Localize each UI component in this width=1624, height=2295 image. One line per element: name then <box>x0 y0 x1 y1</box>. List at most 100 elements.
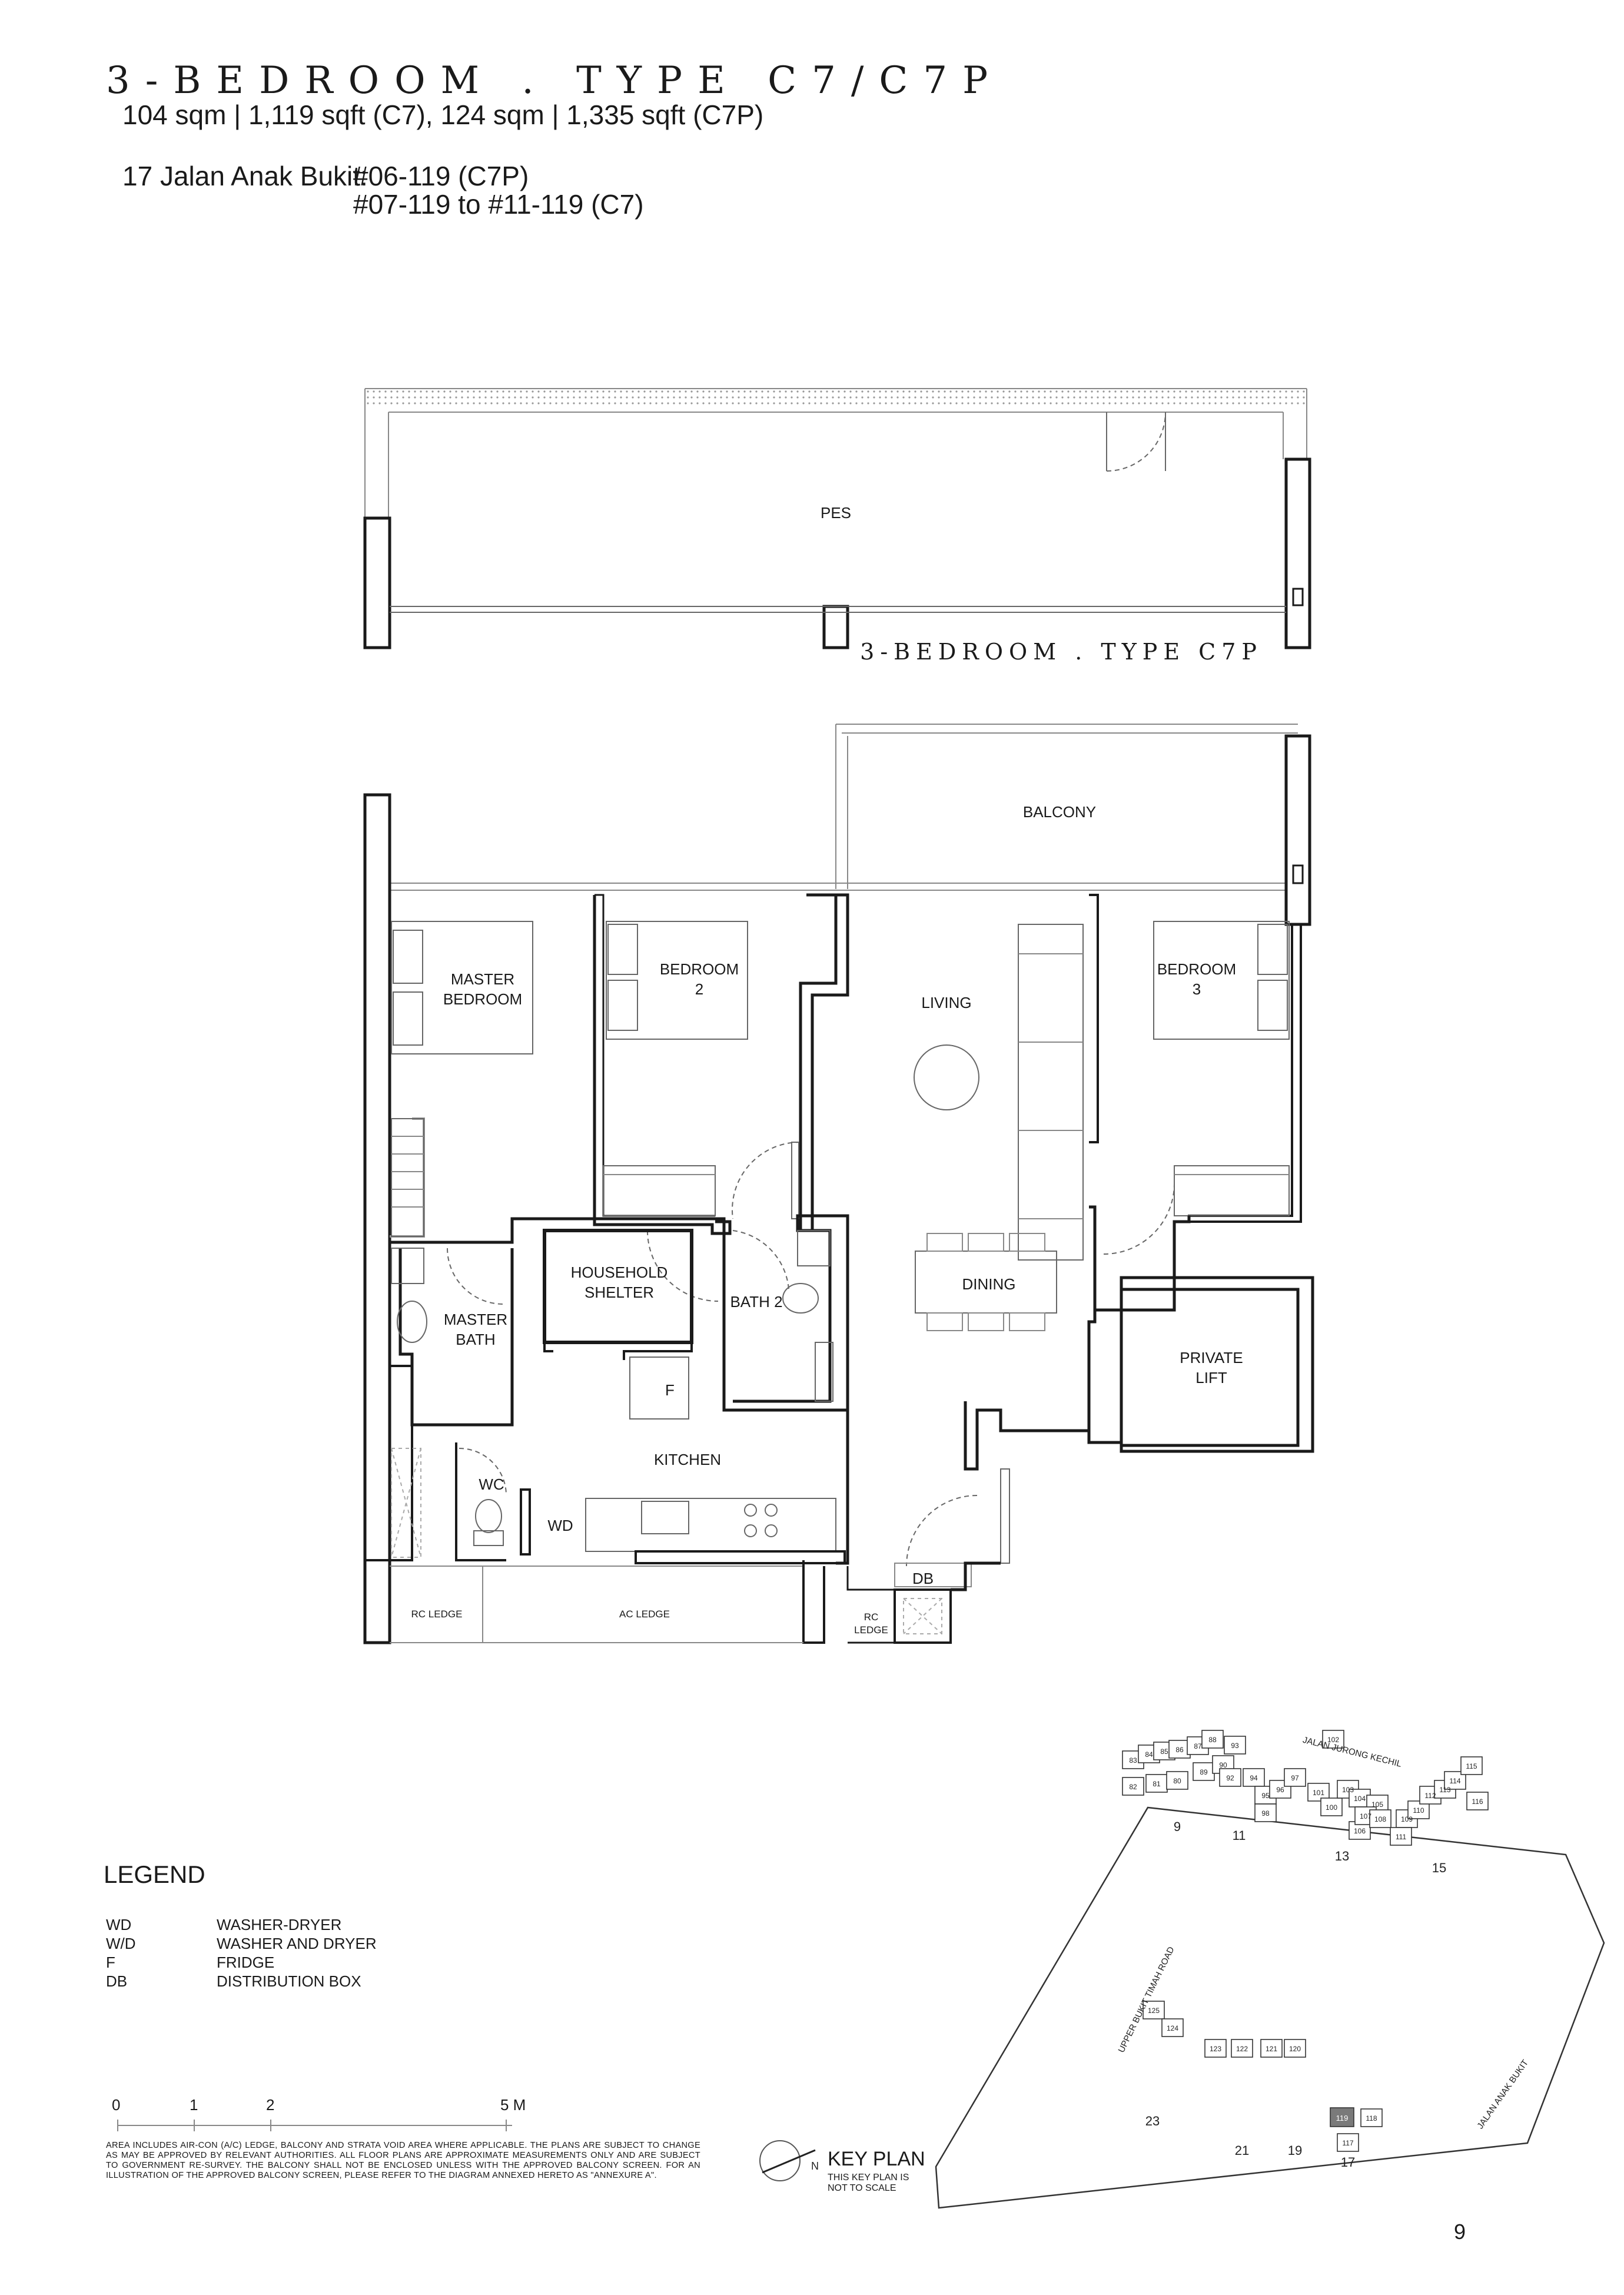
private-lift-label-2: LIFT <box>1195 1369 1227 1387</box>
key-plan-unit-label: 85 <box>1160 1747 1168 1756</box>
key-plan-unit-label: 108 <box>1374 1815 1386 1823</box>
key-plan-unit-label: 112 <box>1424 1792 1436 1800</box>
key-plan-unit <box>1284 1768 1306 1787</box>
fridge-label: F <box>665 1381 675 1399</box>
key-plan-unit-label: 109 <box>1401 1815 1413 1823</box>
key-plan-unit <box>1224 1736 1246 1755</box>
legend-code: DB <box>106 1972 128 1990</box>
ac-ledge-label: AC LEDGE <box>619 1609 670 1620</box>
key-plan-unit <box>1284 2039 1306 2058</box>
key-plan-unit-label: 92 <box>1226 1774 1234 1782</box>
bath2-label: BATH 2 <box>730 1293 782 1311</box>
key-plan-unit-label: 110 <box>1413 1806 1424 1815</box>
rc-ledge-right-label-2: LEDGE <box>854 1624 888 1636</box>
key-plan-unit-label: 123 <box>1210 2045 1221 2053</box>
key-plan-unit-label: 95 <box>1261 1792 1270 1800</box>
scale-label: 1 <box>190 2096 198 2114</box>
key-plan-unit-label: 104 <box>1354 1795 1366 1803</box>
key-plan-unit <box>1219 1768 1241 1787</box>
legend-code: W/D <box>106 1935 136 1952</box>
key-plan-unit <box>1243 1768 1265 1787</box>
key-plan-unit-label: 124 <box>1167 2024 1178 2032</box>
pes-area <box>363 388 1311 649</box>
rc-ledge-left-label: RC LEDGE <box>411 1609 463 1620</box>
key-plan-note: THIS KEY PLAN IS NOT TO SCALE <box>828 2173 945 2194</box>
private-lift-label-1: PRIVATE <box>1180 1349 1243 1367</box>
key-plan-note-line: THIS KEY PLAN IS <box>828 2173 909 2183</box>
key-plan-unit <box>1260 2039 1283 2058</box>
key-plan-unit-label: 94 <box>1250 1774 1258 1782</box>
highlight-unit-label: 119 <box>1336 2114 1349 2122</box>
key-plan-unit-label: 121 <box>1266 2045 1277 2053</box>
key-plan-unit <box>1201 1730 1224 1749</box>
key-plan-block-number: 13 <box>1335 1849 1349 1863</box>
key-plan-unit <box>1231 2039 1253 2058</box>
page-title: 3-BEDROOM . TYPE C7/C7P <box>106 59 1004 102</box>
key-plan-unit <box>1369 1809 1391 1828</box>
legend-description: WASHER AND DRYER <box>217 1935 377 1952</box>
legend-row: F FRIDGE <box>106 1954 518 1974</box>
balcony-area <box>388 724 1298 891</box>
key-plan-unit-label: 101 <box>1313 1789 1324 1797</box>
units-c7p: #06-119 (C7P) <box>353 161 529 191</box>
bedroom2-label-1: BEDROOM <box>660 960 739 978</box>
key-plan-unit-label: 103 <box>1342 1786 1354 1794</box>
road-jalan-jurong-kechil: JALAN JURONG KECHIL <box>1301 1735 1403 1769</box>
scale-bar: 0 1 2 5 M <box>106 2096 530 2137</box>
legend-row: WD WASHER-DRYER <box>106 1916 518 1936</box>
key-plan-unit-label: 125 <box>1148 2007 1160 2015</box>
key-plan-unit-label: 97 <box>1291 1774 1299 1782</box>
kitchen-label: KITCHEN <box>654 1451 721 1468</box>
key-plan-unit <box>1320 1797 1343 1816</box>
key-plan-unit-label: 98 <box>1261 1809 1270 1818</box>
key-plan-unit-label: 88 <box>1208 1736 1217 1744</box>
key-plan-unit-label: 122 <box>1236 2045 1248 2053</box>
household-shelter-label-2: SHELTER <box>584 1284 654 1301</box>
master-bedroom-label-1: MASTER <box>451 970 514 988</box>
key-plan-block-number: 23 <box>1145 2114 1160 2128</box>
key-plan-unit-label: 81 <box>1153 1780 1161 1788</box>
legend-description: DISTRIBUTION BOX <box>217 1972 361 1990</box>
key-plan-unit <box>1337 2133 1359 2152</box>
wd-label: WD <box>547 1517 573 1534</box>
key-plan-unit-label: 102 <box>1327 1736 1339 1744</box>
rc-ledge-right-label-1: RC <box>864 1611 879 1623</box>
key-plan-unit-label: 116 <box>1472 1797 1483 1806</box>
key-plan-unit-label: 96 <box>1276 1786 1284 1794</box>
disclaimer-text: AREA INCLUDES AIR-CON (A/C) LEDGE, BALCO… <box>106 2141 700 2180</box>
legend-row: W/D WASHER AND DRYER <box>106 1935 518 1955</box>
legend-description: FRIDGE <box>217 1954 275 1971</box>
key-plan-unit <box>1166 1771 1188 1790</box>
legend-title: LEGEND <box>104 1860 205 1888</box>
bedroom2-label-2: 2 <box>695 980 703 998</box>
key-plan-unit-label: 87 <box>1194 1742 1202 1750</box>
key-plan-unit <box>1161 2018 1184 2037</box>
key-plan-block-number: 19 <box>1288 2143 1302 2158</box>
key-plan-unit-label: 86 <box>1175 1746 1184 1754</box>
legend-code: WD <box>106 1916 132 1933</box>
balcony-label: BALCONY <box>1023 803 1096 821</box>
key-plan-unit <box>1122 1777 1144 1796</box>
key-plan-unit-label: 114 <box>1449 1777 1460 1785</box>
master-bath-label-2: BATH <box>456 1331 495 1348</box>
dining-label: DINING <box>962 1275 1016 1293</box>
key-plan-unit <box>1143 2001 1165 2019</box>
key-plan-unit-label: 93 <box>1231 1742 1239 1750</box>
master-bedroom-label-2: BEDROOM <box>443 990 522 1008</box>
key-plan-unit-label: 117 <box>1342 2139 1353 2147</box>
north-arrow-icon: N <box>759 2140 819 2181</box>
scale-label: 5 M <box>500 2096 526 2114</box>
key-plan-unit <box>1460 1756 1483 1775</box>
bedroom3-label-1: BEDROOM <box>1157 960 1236 978</box>
key-plan-unit <box>1204 2039 1227 2058</box>
key-plan-unit-label: 80 <box>1173 1777 1181 1785</box>
key-plan-unit-label: 118 <box>1366 2114 1377 2122</box>
key-plan-unit-label: 111 <box>1396 1833 1407 1841</box>
key-plan-unit <box>1407 1800 1430 1819</box>
units-address-label: 17 Jalan Anak Bukit: <box>122 161 368 191</box>
legend-row: DB DISTRIBUTION BOX <box>106 1972 518 1992</box>
key-plan-unit <box>1168 1740 1191 1759</box>
living-label: LIVING <box>921 994 971 1011</box>
scale-label: 2 <box>266 2096 275 2114</box>
key-plan-unit-label: 82 <box>1129 1783 1137 1791</box>
